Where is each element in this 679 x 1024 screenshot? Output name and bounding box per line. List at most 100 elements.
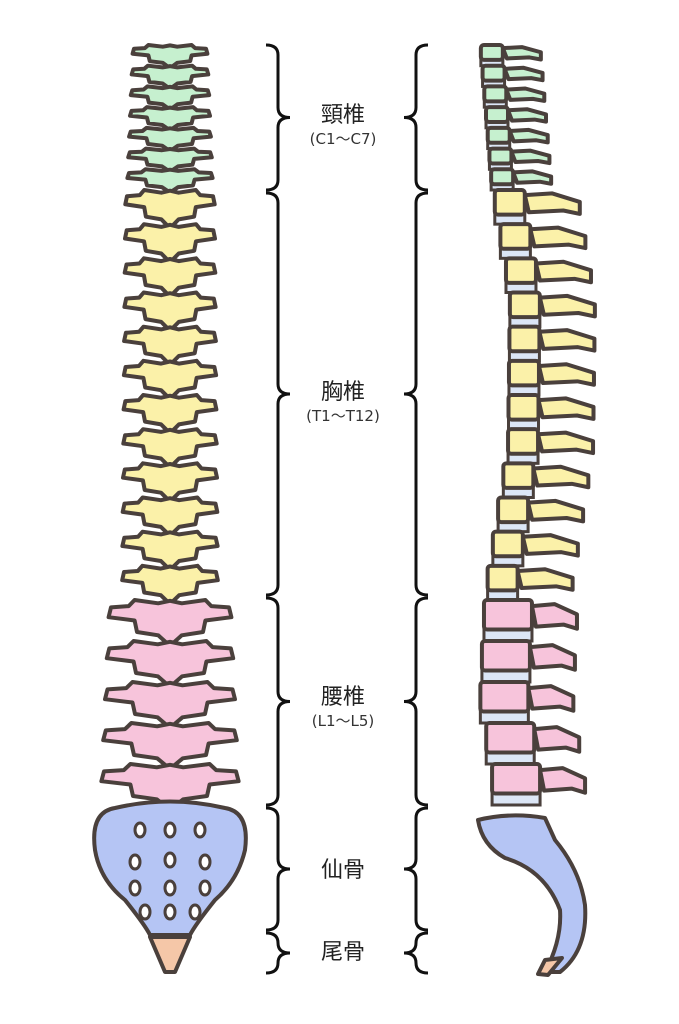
thoracic-process-side	[533, 259, 593, 285]
sacral-foramen	[163, 879, 177, 897]
thoracic-process-side	[515, 567, 575, 592]
cervical-vertebra-front	[130, 43, 210, 71]
sacrum-name: 仙骨	[320, 858, 365, 883]
thoracic-process-side	[531, 464, 591, 490]
thoracic-vertebra-side	[506, 393, 541, 422]
lumbar-process-side	[532, 725, 582, 754]
cervical-process-side	[504, 86, 547, 103]
thoracic-range: (T1〜T12)	[306, 407, 380, 425]
thoracic-name: 胸椎	[320, 380, 365, 405]
cervical-vertebra-side	[484, 105, 510, 125]
thoracic-vertebra-side	[498, 222, 533, 251]
brace-left-sacrum	[403, 806, 429, 932]
cervical-vertebra-side	[478, 43, 505, 62]
lumbar-range: (L1〜L5)	[311, 712, 375, 730]
label-cervical: 頸椎 (C1〜C7)	[273, 103, 413, 149]
label-lumbar: 腰椎 (L1〜L5)	[273, 685, 413, 731]
sacral-foramen	[128, 853, 142, 871]
lumbar-vertebra-front	[101, 721, 239, 771]
brace-left-thoracic	[403, 191, 429, 597]
thoracic-process-side	[522, 191, 582, 216]
cervical-process-side	[509, 148, 552, 166]
cervical-vertebra-side	[482, 84, 509, 104]
cervical-name: 頸椎	[320, 103, 365, 128]
lumbar-process-side	[529, 602, 579, 631]
thoracic-process-side	[537, 293, 597, 319]
brace-left-coccyx	[403, 931, 429, 975]
sacral-foramen	[163, 903, 177, 921]
lumbar-process-side	[526, 684, 576, 713]
lumbar-vertebra-side	[484, 721, 537, 755]
brace-right-sacrum	[265, 806, 291, 932]
sacral-foramen	[198, 879, 212, 897]
label-coccyx: 尾骨	[273, 940, 413, 966]
cervical-range: (C1〜C7)	[309, 130, 377, 148]
sacral-foramen	[193, 821, 207, 839]
thoracic-process-side	[537, 328, 597, 353]
lumbar-process-side	[527, 643, 577, 672]
cervical-vertebra-front	[126, 146, 214, 174]
thoracic-process-side	[520, 533, 580, 558]
cervical-process-side	[507, 127, 550, 145]
thoracic-vertebra-front	[120, 495, 220, 538]
thoracic-process-side	[536, 362, 596, 387]
lumbar-vertebra-side	[478, 680, 531, 714]
thoracic-vertebra-side	[503, 256, 538, 285]
lumbar-vertebra-front	[103, 680, 237, 730]
lumbar-vertebra-side	[481, 598, 534, 632]
sacral-foramen	[163, 821, 177, 839]
sacral-foramen	[128, 879, 142, 897]
sacral-foramen	[188, 903, 202, 921]
thoracic-vertebra-front	[121, 461, 219, 504]
lumbar-name: 腰椎	[320, 685, 365, 710]
thoracic-vertebra-front	[120, 529, 220, 572]
thoracic-vertebra-side	[485, 563, 520, 593]
thoracic-vertebra-side	[490, 529, 525, 559]
thoracic-process-side	[536, 430, 596, 456]
cervical-vertebra-side	[480, 63, 507, 83]
cervical-vertebra-front	[125, 167, 215, 195]
sacral-foramen	[133, 821, 147, 839]
sacral-foramen	[198, 853, 212, 871]
thoracic-vertebra-front	[121, 393, 219, 436]
cervical-vertebra-side	[487, 146, 514, 166]
cervical-vertebra-side	[489, 167, 516, 187]
sacral-foramen	[138, 903, 152, 921]
cervical-vertebra-front	[129, 63, 211, 91]
thoracic-vertebra-front	[122, 256, 218, 299]
thoracic-vertebra-front	[123, 222, 217, 265]
cervical-process-side	[506, 107, 548, 124]
cervical-vertebra-front	[128, 84, 212, 112]
lumbar-vertebra-front	[104, 639, 236, 689]
thoracic-vertebra-side	[507, 324, 542, 354]
brace-left-cervical	[403, 43, 429, 192]
lumbar-vertebra-side	[490, 762, 543, 796]
thoracic-process-side	[528, 225, 588, 251]
lumbar-process-side	[538, 766, 588, 795]
coccyx-name: 尾骨	[320, 940, 365, 965]
thoracic-process-side	[526, 498, 586, 524]
coccyx-side	[536, 956, 564, 977]
brace-right-cervical	[265, 43, 291, 192]
thoracic-vertebra-side	[501, 461, 536, 490]
brace-right-thoracic	[265, 191, 291, 597]
thoracic-vertebra-front	[122, 290, 218, 333]
thoracic-vertebra-front	[120, 563, 220, 607]
cervical-process-side	[500, 45, 543, 62]
cervical-vertebra-side	[485, 125, 512, 145]
cervical-process-side	[502, 65, 545, 83]
coccyx-front	[148, 935, 192, 974]
thoracic-vertebra-front	[123, 188, 217, 231]
thoracic-vertebra-side	[506, 427, 541, 456]
thoracic-process-side	[536, 396, 596, 421]
cervical-vertebra-front	[127, 125, 213, 154]
thoracic-vertebra-side	[492, 188, 527, 217]
lumbar-vertebra-side	[479, 639, 532, 673]
brace-right-lumbar	[265, 596, 291, 807]
thoracic-vertebra-front	[121, 358, 219, 402]
thoracic-vertebra-front	[122, 324, 218, 367]
